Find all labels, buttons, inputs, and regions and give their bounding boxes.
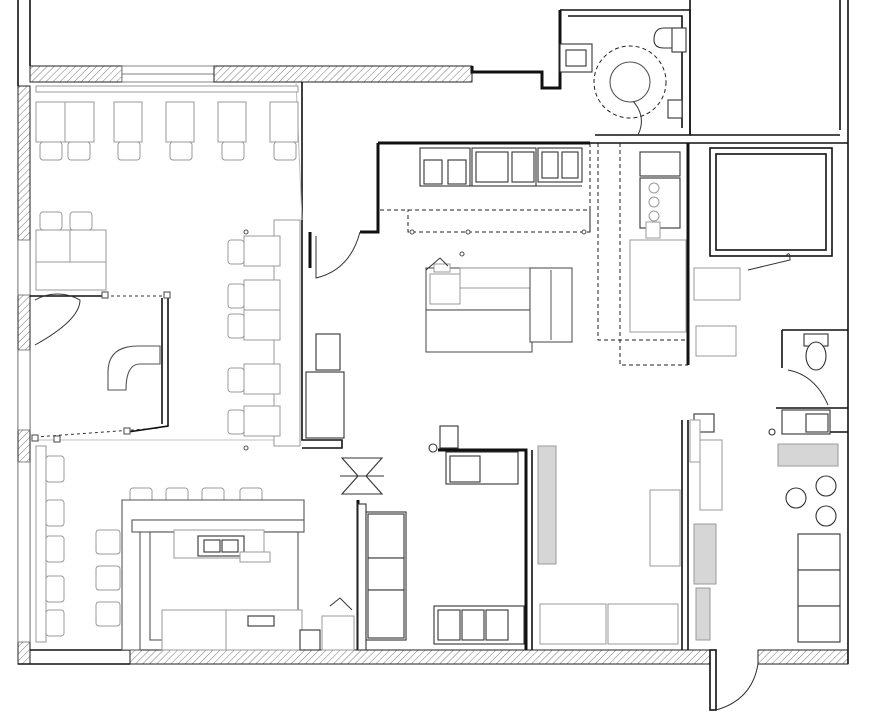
kitchen xyxy=(305,143,717,651)
hood-outline xyxy=(407,209,591,233)
left-kitchen-equipment xyxy=(305,333,407,651)
upper-restroom xyxy=(559,27,687,119)
dining-area xyxy=(31,85,355,651)
top-tables xyxy=(35,101,299,161)
interior-walls xyxy=(36,0,848,650)
left-window-1 xyxy=(17,239,31,296)
right-cook-line xyxy=(629,151,687,333)
office-area xyxy=(689,267,776,511)
walk-in-cooler xyxy=(709,147,833,257)
doors xyxy=(30,89,829,711)
back-of-house xyxy=(559,27,841,643)
lower-restroom xyxy=(781,333,831,435)
lower-left-seating xyxy=(35,445,121,643)
cook-line xyxy=(419,147,583,187)
left-window-3 xyxy=(17,461,31,643)
storage-racks xyxy=(777,443,841,643)
top-left-exterior-wall xyxy=(29,65,123,83)
exterior-walls xyxy=(17,0,849,665)
bottom-exterior-wall xyxy=(129,649,711,665)
top-mid-exterior-wall xyxy=(213,65,473,83)
bottom-right-exterior-wall xyxy=(757,649,849,665)
booth-tables xyxy=(227,219,301,451)
prep-island xyxy=(425,251,573,353)
left-table-group xyxy=(35,211,107,291)
bar-counter xyxy=(121,487,355,651)
left-window-2 xyxy=(17,349,31,431)
shelving xyxy=(537,445,717,645)
sink-station xyxy=(428,425,525,645)
vestibule xyxy=(31,291,171,443)
